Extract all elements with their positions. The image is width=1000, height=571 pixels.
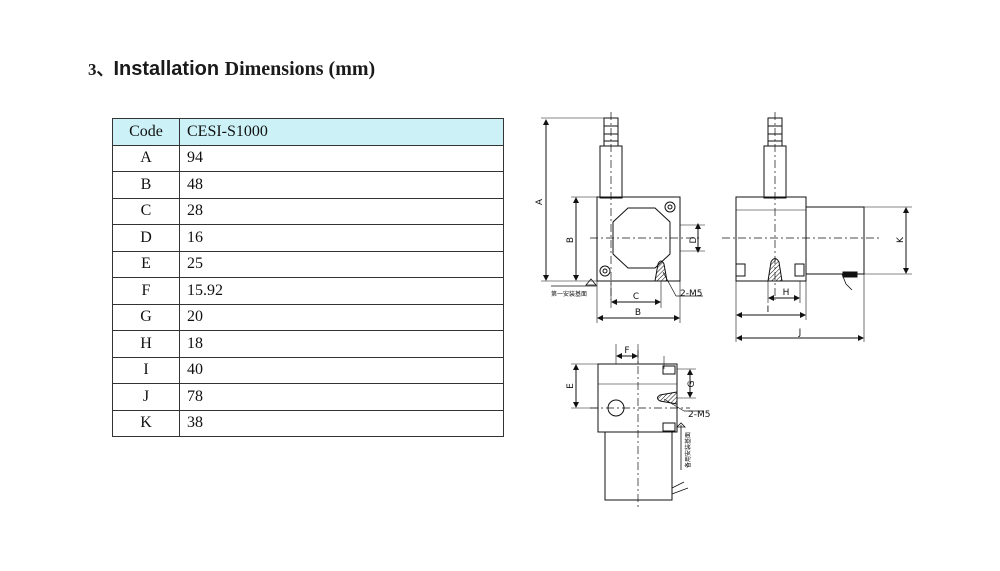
row-code: D	[112, 224, 180, 252]
label-F: F	[624, 346, 629, 356]
row-value: 28	[179, 197, 504, 225]
bottom-slot-bottom	[662, 422, 676, 432]
label-B-vertical: B	[566, 237, 576, 243]
front-thread-hole	[654, 260, 668, 282]
header-model: CESI-S1000	[179, 118, 504, 146]
row-value: 16	[179, 224, 504, 252]
label-D: D	[689, 236, 699, 243]
section-title: 3、Installation Dimensions (mm)	[88, 55, 375, 81]
side-slot-left	[735, 263, 746, 277]
title-part-2: Dimensions (mm)	[224, 58, 376, 80]
label-B-horizontal: B	[635, 308, 641, 318]
header-code: Code	[112, 118, 180, 146]
title-part-1: Installation	[113, 58, 225, 80]
section-number: 3、	[88, 60, 114, 79]
bottom-view	[571, 344, 704, 510]
row-value: 40	[179, 356, 504, 384]
thread-label-front: 2-M5	[680, 289, 702, 299]
row-code: B	[112, 171, 180, 199]
row-value: 38	[179, 409, 504, 437]
label-J: J	[798, 328, 802, 338]
row-value: 20	[179, 303, 504, 331]
label-I: I	[767, 305, 770, 315]
side-thread-hole	[767, 258, 783, 282]
mount-face-bottom-label: 备用安装基面	[684, 432, 692, 468]
row-value: 48	[179, 171, 504, 199]
front-view	[541, 112, 705, 323]
bottom-slot-top	[662, 365, 676, 375]
label-K: K	[896, 236, 906, 243]
label-E: E	[566, 383, 576, 389]
front-hex-plate	[612, 207, 671, 269]
row-value: 94	[179, 144, 504, 172]
bottom-motor	[604, 431, 673, 501]
row-code: E	[112, 250, 180, 278]
thread-label-bottom: 2-M5	[688, 410, 710, 420]
front-housing	[596, 196, 681, 282]
side-slot-right	[794, 263, 805, 277]
side-motor	[805, 206, 865, 275]
row-code: K	[112, 409, 180, 437]
label-G: G	[687, 380, 697, 387]
label-A: A	[535, 198, 545, 205]
row-value: 78	[179, 383, 504, 411]
label-H: H	[783, 288, 790, 298]
bottom-thread-hole	[657, 391, 678, 405]
row-code: A	[112, 144, 180, 172]
mount-face-front-label: 第一安装基面	[551, 290, 587, 298]
table-header-row: Code CESI-S1000	[112, 118, 504, 146]
side-view	[722, 112, 912, 342]
label-C: C	[633, 292, 639, 302]
